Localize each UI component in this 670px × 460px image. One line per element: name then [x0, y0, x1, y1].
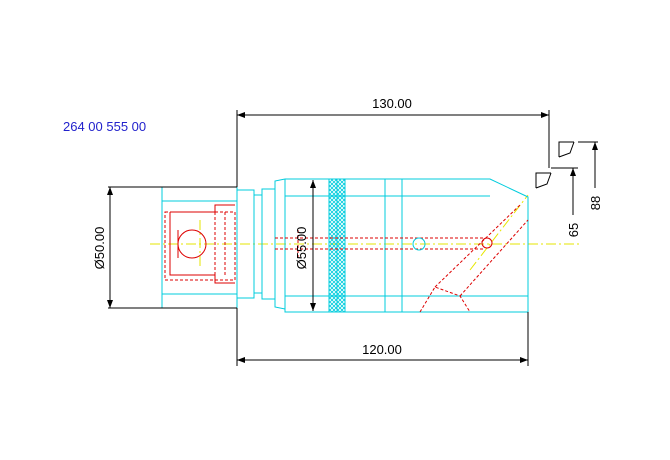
collar-outline — [237, 178, 286, 310]
dimension-height-marks: 65 88 — [535, 141, 603, 237]
dimension-body-diameter: Ø55.00 — [294, 180, 316, 311]
overall-length-value: 130.00 — [372, 96, 412, 111]
body-outline — [284, 178, 529, 313]
dimension-shank-diameter: Ø50.00 — [92, 186, 237, 309]
dimension-body-length: 120.00 — [236, 308, 529, 366]
height-a-value: 65 — [566, 223, 581, 237]
dimension-overall-length: 130.00 — [236, 96, 550, 187]
height-b-value: 88 — [588, 196, 603, 210]
coolant-port-circle — [412, 237, 426, 251]
inclined-port-circle — [481, 237, 493, 249]
centerline-inclined — [469, 194, 529, 271]
body-diameter-value: Ø55.00 — [294, 227, 309, 270]
body-length-value: 120.00 — [362, 342, 402, 357]
part-number-label: 264 00 555 00 — [63, 119, 146, 134]
shank-hidden-detail — [164, 204, 236, 284]
shank-diameter-value: Ø50.00 — [92, 227, 107, 270]
